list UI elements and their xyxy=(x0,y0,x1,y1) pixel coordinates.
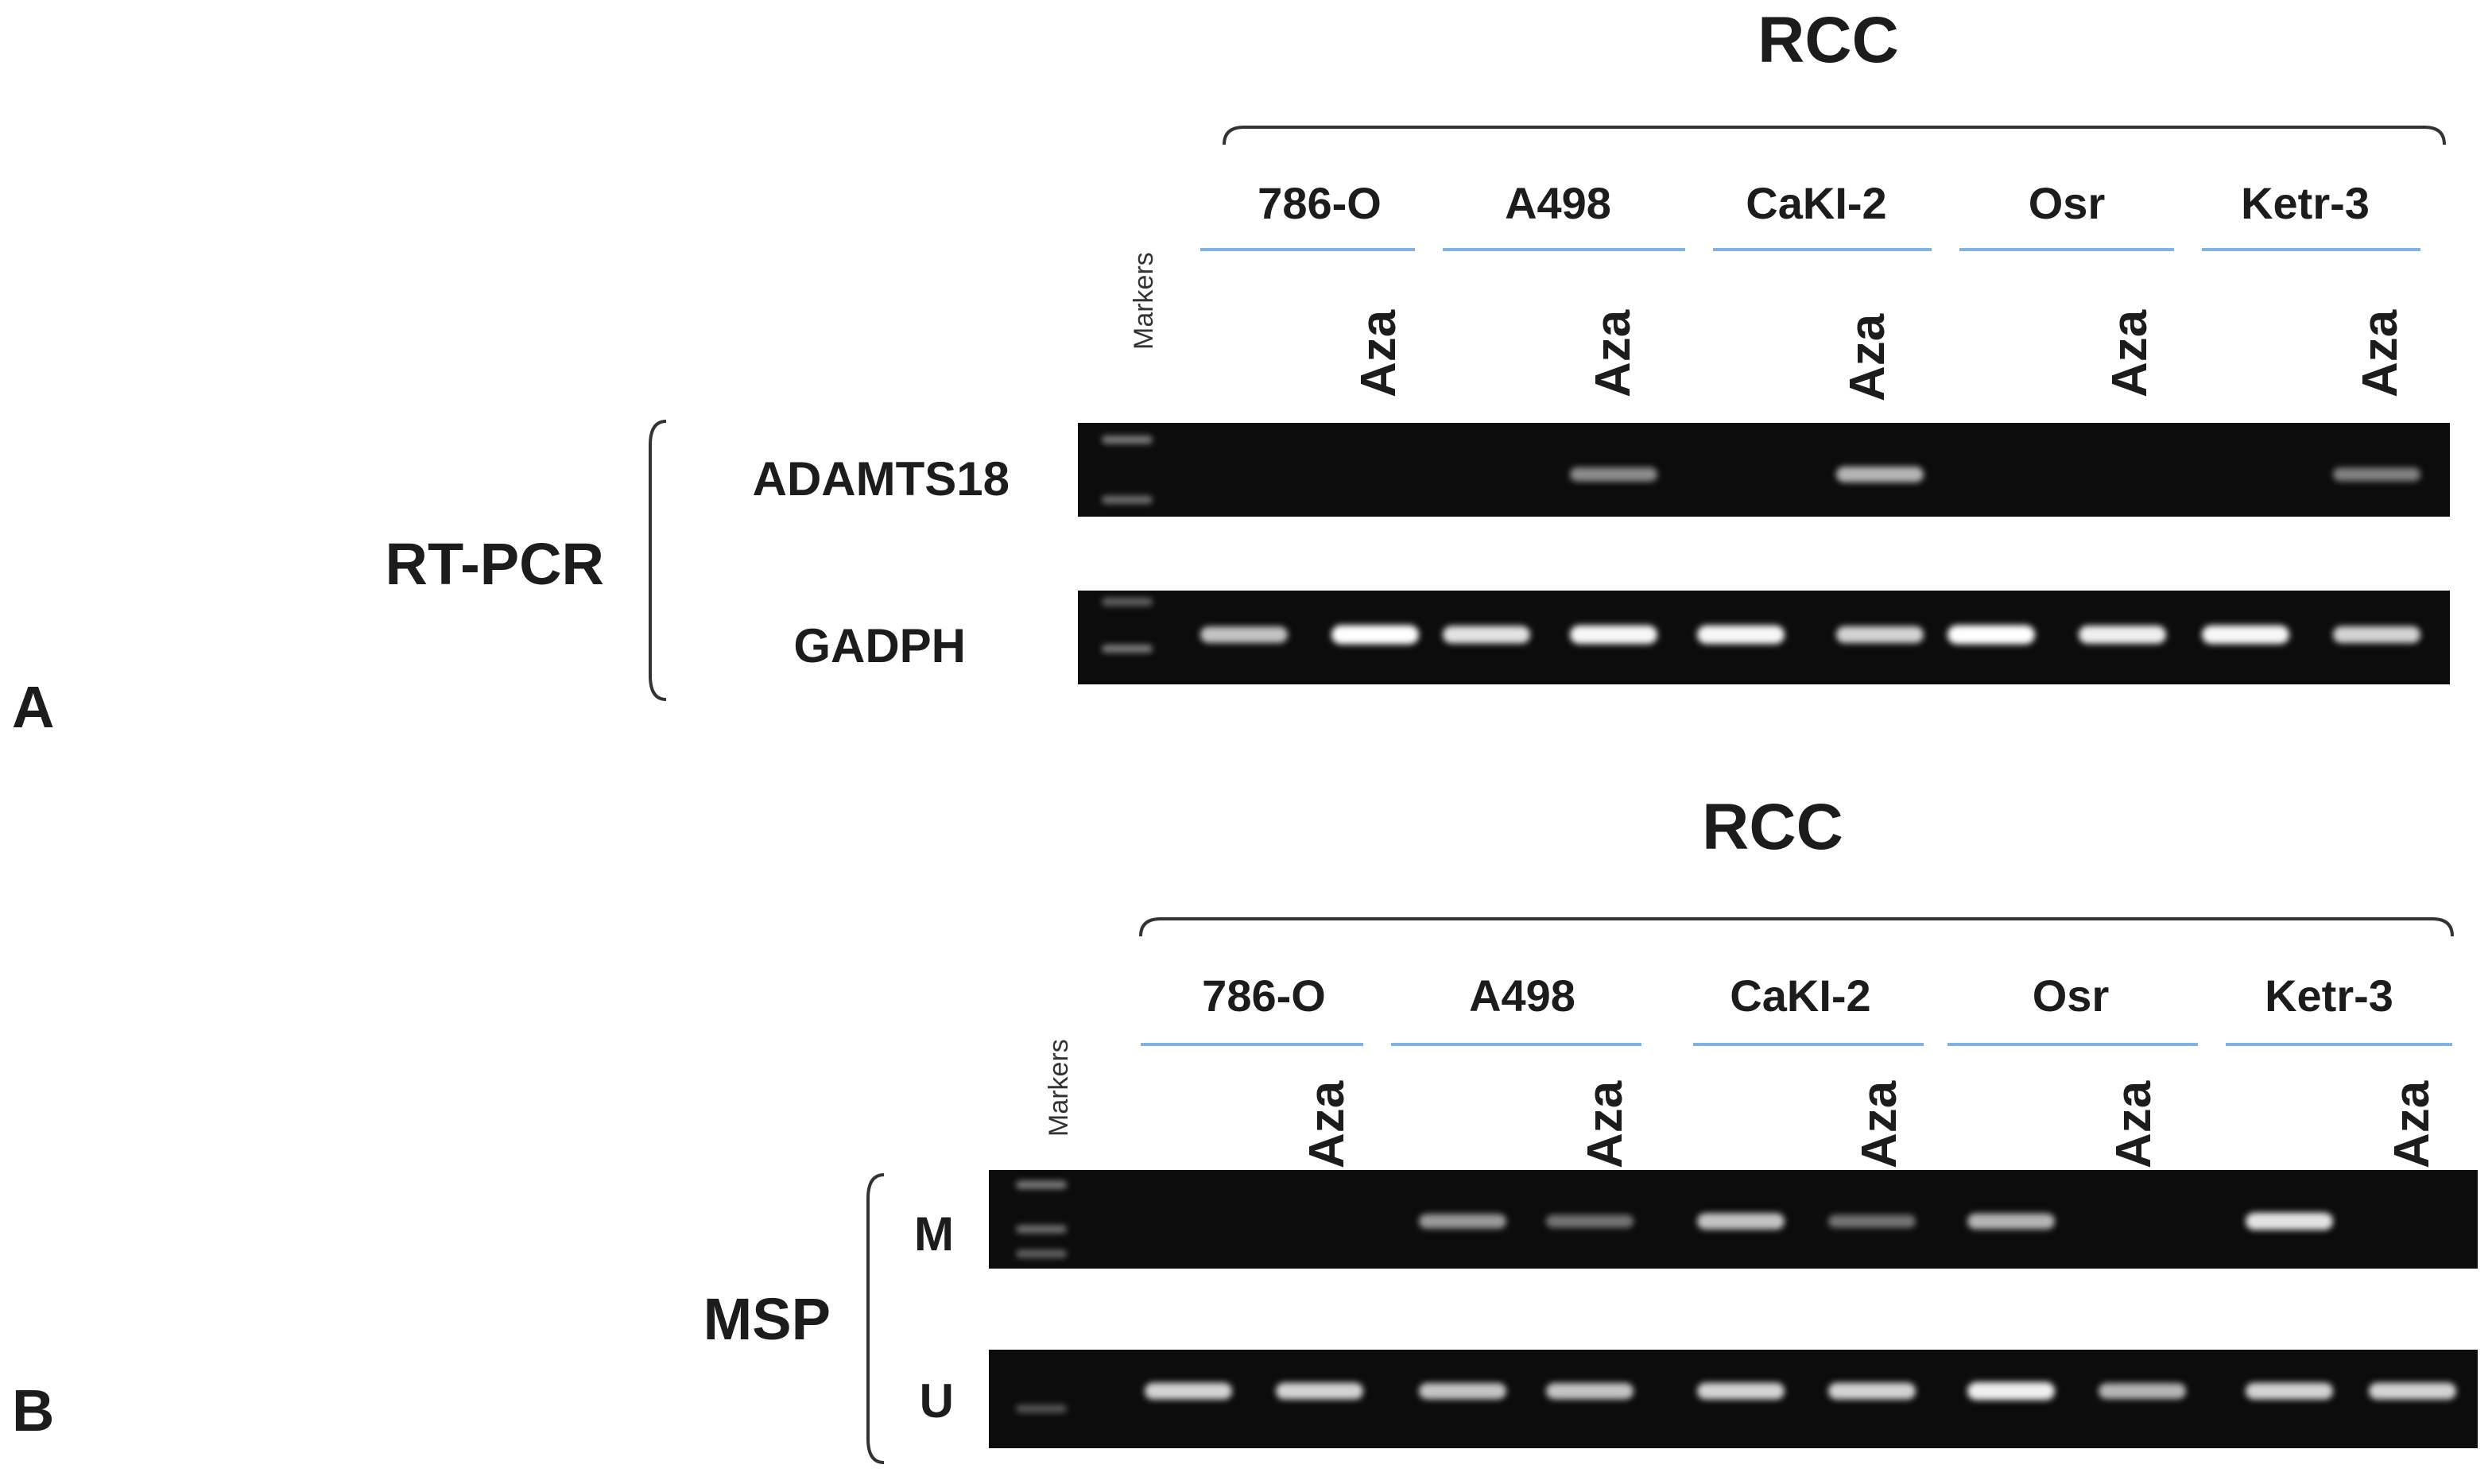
panel-b-row-label-2: U xyxy=(920,1374,954,1428)
panel-b-group-brace xyxy=(1139,917,2454,937)
panel-a-method-label: RT-PCR xyxy=(386,531,604,597)
panel-a-markers-label: Markers xyxy=(1129,252,1159,350)
panel-b-band xyxy=(1697,1213,1785,1230)
panel-b-band xyxy=(2099,1383,2186,1399)
panel-a-band xyxy=(1697,625,1785,645)
panel-b-aza-label-4: Aza xyxy=(2106,1080,2161,1168)
panel-a-aza-label-5: Aza xyxy=(2353,309,2408,397)
panel-b-band xyxy=(1419,1214,1506,1229)
panel-b-band xyxy=(1697,1382,1785,1400)
panel-a-band xyxy=(2079,626,2166,644)
panel-b-letter: B xyxy=(12,1377,54,1443)
panel-a-marker-band xyxy=(1102,598,1153,606)
panel-b-cell-line-2: A498 xyxy=(1469,971,1575,1021)
panel-a-method-brace xyxy=(649,420,667,701)
panel-a-band xyxy=(1331,625,1419,645)
panel-a-aza-label-2: Aza xyxy=(1586,309,1641,397)
panel-b-band xyxy=(1967,1213,2055,1230)
panel-b-band xyxy=(1546,1215,1634,1228)
panel-b-aza-label-1: Aza xyxy=(1300,1080,1355,1168)
panel-a-band xyxy=(2333,467,2420,482)
panel-a-cell-line-1: 786-O xyxy=(1258,178,1382,228)
panel-a-band xyxy=(1570,625,1657,645)
panel-a-row-label-1: ADAMTS18 xyxy=(753,452,1010,506)
panel-a-row-label-2: GADPH xyxy=(793,619,966,672)
panel-b: RCC 786-O A498 CaKI-2 Osr Ketr-3 Markers… xyxy=(12,791,2478,1464)
panel-a-group-label: RCC xyxy=(1758,4,1899,76)
panel-a-aza-label-1: Aza xyxy=(1351,309,1406,397)
panel-b-band xyxy=(1828,1215,1916,1228)
panel-a-marker-band xyxy=(1102,645,1153,653)
panel-a-cell-line-3: CaKI-2 xyxy=(1746,178,1886,228)
panel-a-band xyxy=(1200,626,1288,643)
panel-a-band xyxy=(2202,625,2289,645)
panel-b-aza-label-2: Aza xyxy=(1578,1080,1633,1168)
panel-b-band xyxy=(1967,1381,2055,1401)
panel-a: RCC 786-O A498 CaKI-2 Osr Ketr-3 Markers… xyxy=(12,4,2450,740)
panel-a-band xyxy=(1836,626,1924,644)
panel-b-cell-line-4: Osr xyxy=(2033,971,2110,1021)
panel-b-method-brace xyxy=(866,1173,885,1464)
panel-b-markers-label: Markers xyxy=(1044,1039,1074,1137)
panel-b-aza-label-5: Aza xyxy=(2385,1080,2440,1168)
panel-a-band xyxy=(1947,625,2035,645)
panel-a-aza-label-4: Aza xyxy=(2103,309,2157,397)
panel-a-gel-strip-1 xyxy=(1078,423,2450,517)
panel-b-aza-label-3: Aza xyxy=(1852,1080,1907,1168)
panel-b-band xyxy=(2246,1382,2333,1400)
panel-a-band xyxy=(2333,626,2420,644)
panel-b-cell-line-5: Ketr-3 xyxy=(2265,971,2393,1021)
panel-a-group-brace xyxy=(1223,126,2446,145)
panel-b-method-label: MSP xyxy=(703,1286,831,1352)
panel-b-band xyxy=(2369,1382,2456,1400)
panel-b-band xyxy=(1546,1382,1634,1400)
panel-b-band xyxy=(2246,1212,2333,1230)
panel-b-cell-line-1: 786-O xyxy=(1202,971,1326,1021)
panel-b-marker-band xyxy=(1016,1180,1067,1189)
panel-a-cell-line-5: Ketr-3 xyxy=(2241,178,2370,228)
panel-a-band xyxy=(1443,626,1530,644)
panel-b-band xyxy=(1145,1382,1232,1400)
panel-b-marker-band xyxy=(1016,1405,1067,1413)
panel-a-band xyxy=(1836,467,1924,482)
panel-b-row-label-1: M xyxy=(914,1207,954,1261)
panel-b-band xyxy=(1828,1382,1916,1400)
panel-b-band xyxy=(1419,1382,1506,1400)
panel-b-cell-line-3: CaKI-2 xyxy=(1730,971,1870,1021)
panel-b-marker-band xyxy=(1016,1225,1067,1234)
panel-a-band xyxy=(1570,467,1657,482)
panel-b-group-label: RCC xyxy=(1702,791,1843,863)
panel-a-marker-band xyxy=(1102,436,1153,444)
panel-a-letter: A xyxy=(12,674,54,740)
panel-a-cell-line-4: Osr xyxy=(2029,178,2106,228)
panel-a-cell-line-2: A498 xyxy=(1505,178,1611,228)
panel-b-marker-band xyxy=(1016,1250,1067,1258)
panel-b-band xyxy=(1276,1382,1363,1400)
panel-a-aza-label-3: Aza xyxy=(1840,313,1895,401)
panel-a-marker-band xyxy=(1102,495,1153,504)
